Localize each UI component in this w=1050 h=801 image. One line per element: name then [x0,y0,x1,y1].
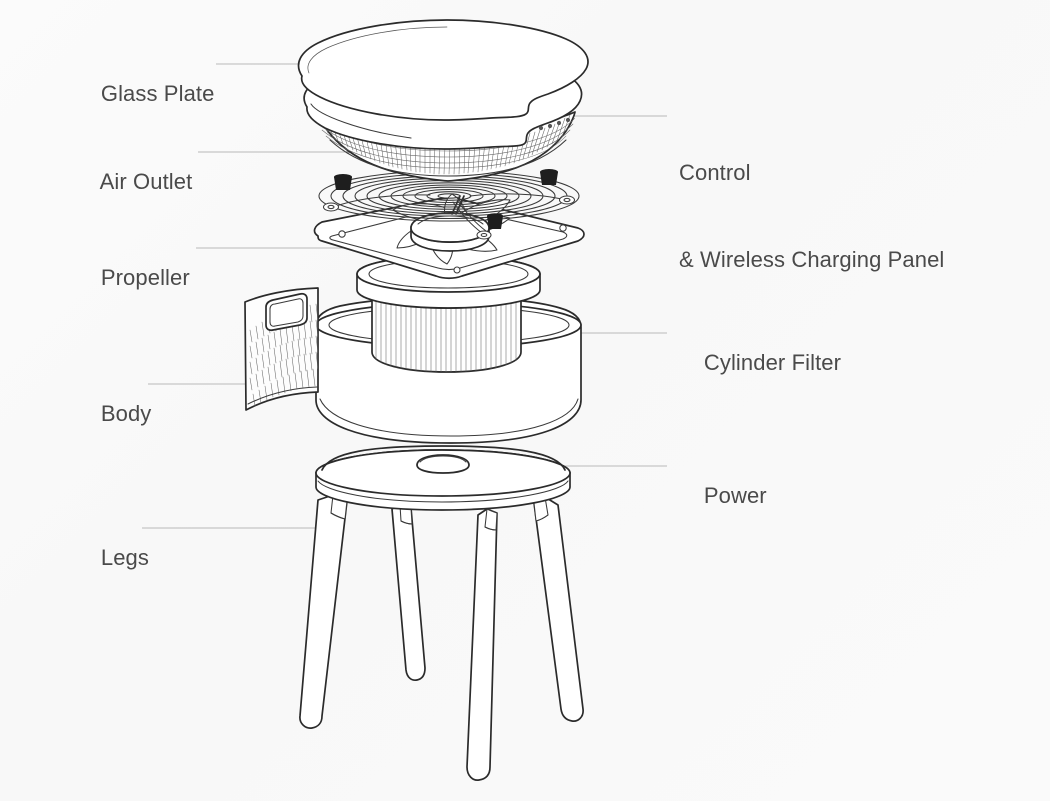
callout-label-power: Power [703,483,767,508]
wireless-charging-coil [318,169,580,240]
power-connector [416,454,470,474]
callout-power: Power [679,452,767,539]
mesh-side-panel [244,287,319,411]
base-plate [315,445,571,511]
screw-center [487,213,503,229]
callout-air-outlet: Air Outlet [76,138,193,225]
callout-label-legs: Legs [100,545,149,570]
callout-label-propeller: Propeller [100,265,190,290]
callout-cylinder-filter: Cylinder Filter [679,319,841,406]
callout-propeller: Propeller [76,234,190,321]
panel-handle-cutout [265,292,308,332]
callout-label-control-line1: Control [679,160,751,185]
legs-assembly [299,494,584,781]
panel-indicator-dots [538,117,571,131]
callout-label-air-outlet: Air Outlet [99,169,193,194]
screw-right [540,169,558,185]
callout-label-body: Body [100,401,152,426]
callout-label-glass-plate: Glass Plate [100,81,215,106]
mesh-texture [249,303,318,407]
propeller-assembly [313,193,585,309]
coil-wire-leads [322,193,576,240]
callout-glass-plate: Glass Plate [76,50,214,137]
screw-left [334,174,352,190]
outlet-louvers [317,112,575,175]
callout-legs: Legs [76,514,149,601]
callout-label-cylinder-filter: Cylinder Filter [703,350,842,375]
callout-label-control-line2: & Wireless Charging Panel [679,247,945,272]
leader-legs [142,526,341,530]
callout-body: Body [76,370,151,457]
glass-plate [297,19,589,121]
callout-control-panel: Control & Wireless Charging Panel [679,100,944,332]
coil-screws [334,169,558,229]
leader-air-outlet [198,150,350,154]
